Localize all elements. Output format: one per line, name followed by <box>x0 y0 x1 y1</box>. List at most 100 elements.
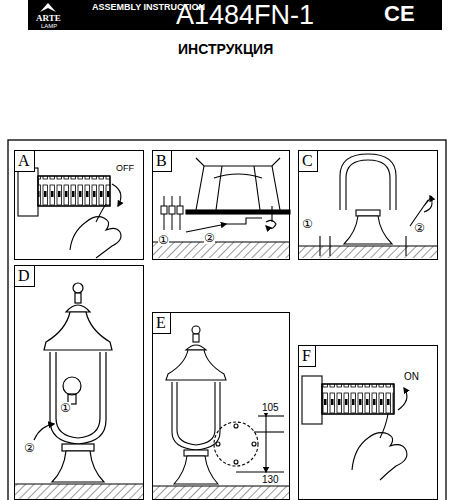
illustration-stroke <box>172 382 220 450</box>
base-wiring <box>152 158 290 258</box>
illustration-stroke <box>344 216 392 244</box>
lantern-bulb <box>14 283 144 500</box>
illustration-stroke <box>96 204 106 222</box>
model-number: A1484FN-1 <box>176 2 314 29</box>
step-letter: D <box>15 266 35 287</box>
brand-logo: LAMP <box>41 23 57 29</box>
illustration-stroke <box>62 444 94 451</box>
callout-number: ① <box>302 218 313 230</box>
step-panel: D <box>14 265 144 500</box>
illustration-stroke <box>266 220 276 228</box>
breaker-off <box>18 168 121 258</box>
step-panel: C <box>298 150 438 260</box>
illustration-stroke <box>50 352 106 444</box>
illustration-stroke <box>28 0 442 30</box>
illustration-stroke <box>356 210 380 216</box>
illustration-stroke <box>192 326 200 334</box>
illustration-stroke <box>271 206 272 222</box>
step-panel: B <box>152 150 290 260</box>
illustration-stroke <box>169 206 175 214</box>
callout-number: ① <box>158 234 169 246</box>
illustration-stroke <box>234 460 238 464</box>
illustration-stroke <box>265 416 266 472</box>
illustration-stroke <box>346 160 390 210</box>
illustration-stroke <box>302 376 322 424</box>
illustration-stroke <box>52 451 104 482</box>
illustration-stroke <box>298 246 438 258</box>
illustration-stroke <box>252 442 256 446</box>
illustration-stroke <box>63 377 81 395</box>
illustration-stroke <box>18 168 38 216</box>
illustration-stroke <box>152 241 290 242</box>
step-letter: F <box>299 346 316 367</box>
illustration-stroke <box>196 158 280 166</box>
illustration-stroke <box>352 433 407 480</box>
illustration-stroke <box>112 184 121 206</box>
brand-logo: ARTE <box>36 14 61 23</box>
step-letter: B <box>153 151 172 172</box>
illustration-stroke <box>322 384 394 414</box>
step-letter: E <box>153 313 171 334</box>
illustration-stroke <box>214 422 258 466</box>
callout-number: ② <box>24 442 35 454</box>
illustration-stroke <box>322 384 394 414</box>
illustration-stroke <box>66 305 90 312</box>
illustration-stroke <box>186 224 226 232</box>
outer-frame <box>8 140 446 500</box>
illustration-stroke <box>75 293 81 303</box>
illustration-stroke <box>38 176 110 206</box>
illustration-stroke <box>40 3 56 12</box>
illustration-stroke <box>152 486 290 500</box>
switch-state: ON <box>404 372 419 382</box>
illustration-stroke <box>73 283 83 293</box>
illustration-stroke <box>193 334 199 342</box>
illustration-stroke <box>177 206 183 214</box>
illustration-stroke <box>152 242 290 258</box>
illustration-stroke <box>398 388 407 410</box>
illustration-stroke <box>186 345 206 350</box>
illustration-stroke <box>186 210 290 214</box>
illustration-stroke <box>226 218 262 224</box>
illustration-stroke <box>177 382 215 445</box>
callout-number: ① <box>60 402 71 414</box>
illustration-stroke <box>161 206 167 214</box>
illustration-stroke <box>44 312 112 350</box>
step-letter: A <box>15 151 35 172</box>
dimension: 130 <box>262 475 279 485</box>
illustration-stroke <box>254 431 284 432</box>
illustration-stroke <box>14 484 144 500</box>
switch-state: OFF <box>116 164 134 173</box>
lantern-dimensions <box>152 326 290 500</box>
illustration-stroke <box>56 352 100 438</box>
ce-mark: CE <box>384 3 415 25</box>
illustration-stroke <box>184 450 208 456</box>
step-letter: C <box>299 151 318 172</box>
illustration-stroke <box>216 442 220 446</box>
illustration-stroke <box>234 424 238 428</box>
dimension: 105 <box>262 403 279 413</box>
illustration-stroke <box>166 350 226 380</box>
illustration-stroke <box>34 424 54 440</box>
illustration-stroke <box>14 483 144 484</box>
illustration-stroke <box>70 217 121 258</box>
callout-number: ② <box>204 232 215 244</box>
base-fixing <box>298 154 438 258</box>
illustration-stroke <box>174 456 218 484</box>
illustration-stroke <box>380 414 388 438</box>
header-bar <box>28 0 442 30</box>
illustration-stroke <box>298 245 438 246</box>
illustration-stroke <box>152 485 290 486</box>
step-panel: F <box>298 345 438 500</box>
illustration-stroke <box>214 174 262 178</box>
illustration-stroke <box>424 196 432 212</box>
illustration-stroke <box>340 154 396 210</box>
breaker-on <box>302 376 407 480</box>
page-title: ИНСТРУКЦИЯ <box>178 42 273 56</box>
callout-number: ② <box>414 222 425 234</box>
illustration-stroke <box>38 176 110 206</box>
illustration-stroke <box>236 471 284 472</box>
illustration-stroke <box>161 196 183 230</box>
illustration-stroke <box>196 166 280 210</box>
illustration-stroke <box>258 415 284 416</box>
